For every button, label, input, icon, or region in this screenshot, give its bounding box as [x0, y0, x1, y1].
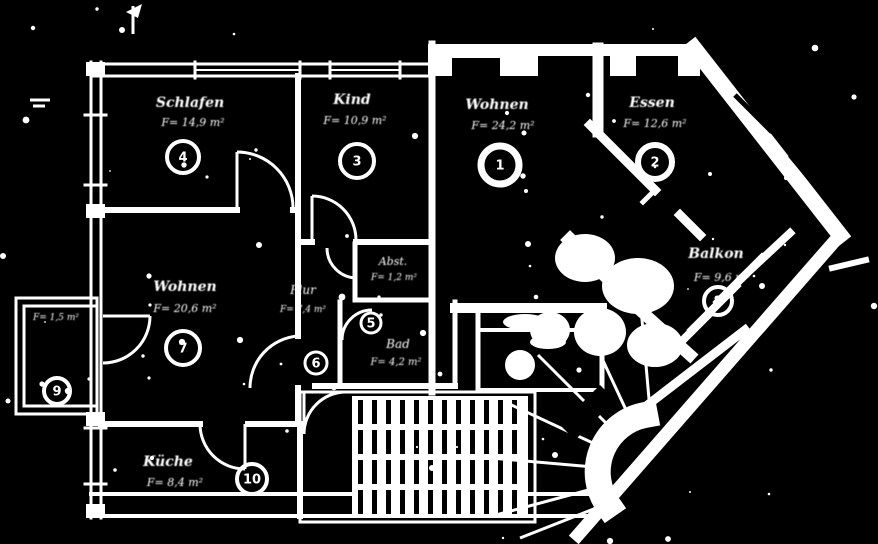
room-area-wohnen-top: F= 24,2 m²	[470, 119, 534, 132]
door-arc-bad	[340, 308, 373, 341]
room-number-bad: 5	[366, 317, 375, 332]
room-label-essen: Essen	[628, 95, 675, 111]
outer-walls	[83, 36, 870, 544]
room-area-balkon: F= 9,6 m²	[693, 271, 750, 284]
room-label-schlafen: Schlafen	[156, 95, 224, 111]
room-label-bad: Bad	[385, 337, 410, 351]
room-area-abstell: F= 1,2 m²	[370, 273, 417, 283]
room-number-ring-essen	[635, 142, 675, 182]
room-number-kueche: 10	[243, 473, 261, 488]
room-area-bad: F= 4,2 m²	[369, 357, 421, 368]
door-arc-left-balcony	[102, 315, 152, 365]
room-number-balkon-left: 9	[52, 385, 61, 400]
door-arc-terrace	[302, 390, 347, 435]
room-label-abstell: Abst.	[378, 255, 408, 268]
room-labels: Schlafen F= 14,9 m² 4 Kind F= 10,9 m² 3 …	[32, 92, 750, 496]
door-arc-flur	[248, 334, 299, 389]
interior-walls	[98, 40, 752, 519]
room-number-ring-wohnen-left	[164, 329, 202, 367]
door-arc-kind	[311, 194, 358, 241]
stair-core-blob	[503, 230, 699, 380]
room-number-ring-flur	[303, 350, 329, 376]
terrace-hatch	[298, 390, 537, 524]
room-number-schlafen: 4	[178, 151, 187, 166]
scan-noise-speckles	[0, 7, 878, 544]
room-label-kind: Kind	[332, 92, 371, 108]
room-number-ring-schlafen	[165, 139, 201, 175]
room-number-ring-balkon	[702, 285, 734, 317]
room-label-kueche: Küche	[142, 454, 193, 470]
room-label-wohnen-top: Wohnen	[465, 97, 528, 113]
room-number-balkon: 8	[713, 295, 722, 310]
room-number-ring-kueche	[235, 462, 269, 496]
room-number-ring-wohnen-top	[477, 142, 523, 188]
door-arc-schlafen	[236, 150, 295, 209]
door-arc-abstell	[325, 247, 358, 280]
room-area-wohnen-left: F= 20,6 m²	[152, 302, 216, 315]
room-number-ring-bad	[359, 311, 383, 335]
room-area-essen: F= 12,6 m²	[622, 117, 686, 130]
north-arrow-marker	[119, 4, 142, 34]
room-label-balkon: Balkon	[687, 246, 743, 262]
left-balcony-walls	[14, 296, 99, 416]
door-arc-kueche	[198, 423, 246, 471]
room-number-ring-kind	[338, 142, 376, 180]
room-area-schlafen: F= 14,9 m²	[160, 116, 224, 129]
room-label-wohnen-left: Wohnen	[153, 279, 216, 295]
annotation-mark	[30, 98, 50, 108]
room-number-wohnen-left: 7	[178, 342, 187, 357]
room-area-kueche: F= 8,4 m²	[146, 476, 203, 489]
room-area-balkon-left: F= 1,5 m²	[32, 313, 79, 323]
room-number-flur: 6	[311, 357, 320, 372]
room-number-essen: 2	[650, 156, 659, 171]
room-area-kind: F= 10,9 m²	[322, 114, 386, 127]
room-label-flur: Flur	[289, 283, 317, 297]
room-number-kind: 3	[352, 155, 361, 170]
room-area-flur: F= 7,4 m²	[279, 305, 326, 315]
room-number-wohnen-top: 1	[495, 159, 504, 174]
